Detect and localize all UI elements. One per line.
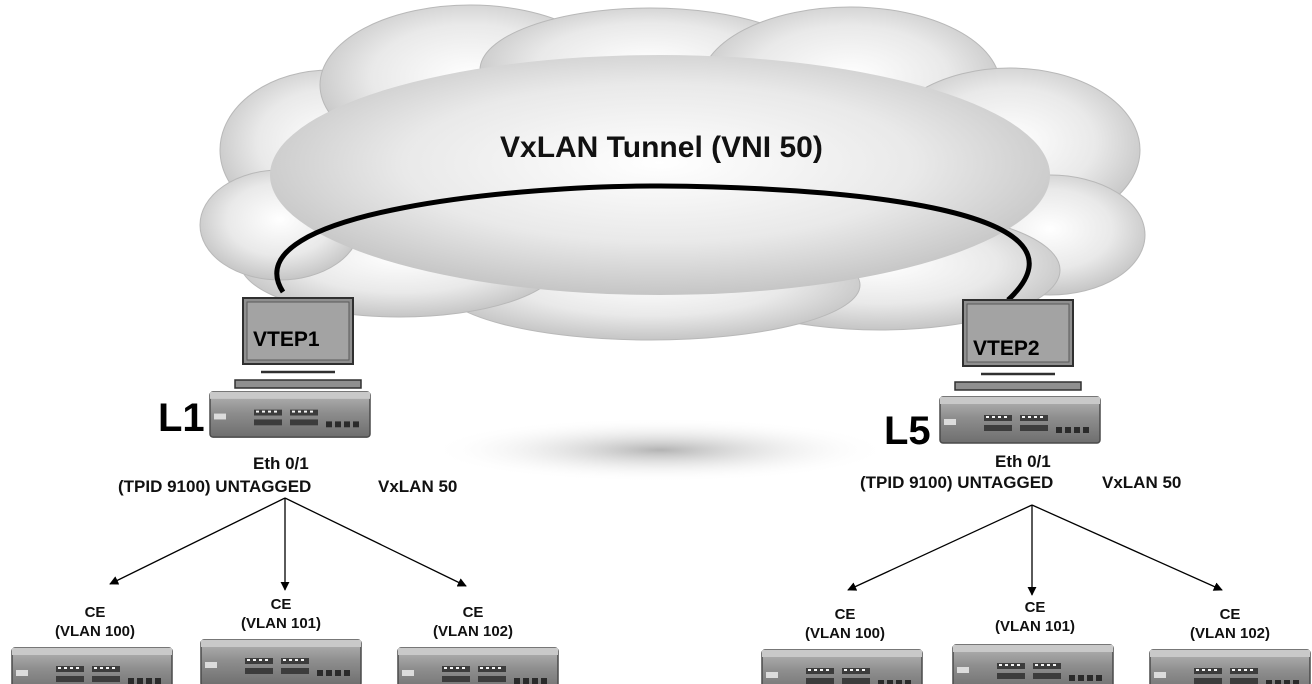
l1-port-label: Eth 0/1 (253, 454, 309, 473)
ce-label: CE (VLAN 100) (790, 607, 900, 641)
ce-name: CE (1219, 606, 1241, 623)
l1-switch-icon (209, 391, 371, 438)
l5-link-ce102 (1031, 504, 1223, 591)
ce-label: CE (VLAN 100) (40, 605, 150, 639)
ce-label: CE (VLAN 101) (226, 597, 336, 631)
l1-label: L1 (158, 396, 205, 440)
l5-vxlan-label: VxLAN 50 (1102, 473, 1182, 492)
l5-port-label: Eth 0/1 (995, 452, 1051, 471)
ce-switch-icon (200, 639, 362, 684)
l1-tpid-label: (TPID 9100) UNTAGGED (118, 477, 312, 496)
ce-switch-icon (1149, 649, 1311, 684)
ce-switch-icon (397, 647, 559, 684)
ce-vlan: (VLAN 101) (994, 618, 1076, 635)
ce-label: CE (VLAN 102) (418, 605, 528, 639)
ce-name: CE (834, 606, 856, 623)
ce-name: CE (84, 604, 106, 621)
ce-name: CE (270, 596, 292, 613)
vxlan-tunnel-line (274, 183, 1032, 302)
l5-switch-icon (939, 396, 1101, 444)
vtep2-label: VTEP2 (973, 337, 1040, 360)
ce-vlan: (VLAN 102) (432, 623, 514, 640)
l1-vxlan-label: VxLAN 50 (378, 477, 458, 496)
ce-switch-icon (952, 644, 1114, 684)
ce-vlan: (VLAN 100) (54, 623, 136, 640)
ce-switch-icon (761, 649, 923, 684)
l5-link-ce100 (847, 504, 1033, 591)
l5-tpid-label: (TPID 9100) UNTAGGED (860, 473, 1054, 492)
ce-vlan: (VLAN 100) (804, 625, 886, 642)
tunnel-title: VxLAN Tunnel (VNI 50) (500, 131, 823, 164)
l5-label: L5 (884, 409, 931, 453)
ce-vlan: (VLAN 101) (240, 615, 322, 632)
ce-label: CE (VLAN 101) (980, 600, 1090, 634)
l1-link-ce100 (109, 497, 286, 585)
ce-name: CE (462, 604, 484, 621)
l5-links (847, 504, 1223, 596)
ce-label: CE (VLAN 102) (1175, 607, 1285, 641)
ce-switch-icon (11, 647, 173, 684)
l1-link-ce102 (284, 497, 467, 587)
cloud-icon (199, 4, 1146, 482)
l1-links (109, 497, 467, 591)
ce-vlan: (VLAN 102) (1189, 625, 1271, 642)
vtep1-label: VTEP1 (253, 328, 320, 351)
ce-name: CE (1024, 599, 1046, 616)
